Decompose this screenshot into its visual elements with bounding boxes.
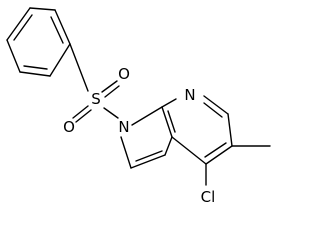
atom-oxygen-top: O [118,65,130,83]
bond-phenyl-sulfur [69,43,89,92]
bond-c3-c3a [164,136,173,156]
atom-nitrogen-pyridine: N [184,86,195,104]
bond-sulfur-nitrogen [103,107,119,119]
bond-n7-c6-inner [203,102,223,118]
bond-c6-c5 [227,113,233,147]
atom-sulfur: S [91,90,101,108]
bond-c7a-n7 [161,98,177,108]
bond-n1-c7a [131,106,163,126]
bond-phenyl-2 [54,9,71,45]
pyridine-ring [161,95,233,165]
pyrrole-ring [120,106,173,169]
bond-c5-c4 [205,145,233,165]
bond-c2-c3 [130,154,166,169]
bond-sulfur-oxygen-top-b [104,85,120,98]
bond-sulfur-oxygen-bottom-b [75,109,92,123]
bond-phenyl-3 [49,43,71,77]
bond-c5-c4-inner [204,142,227,158]
bond-c4-c3a [171,136,207,165]
bond-phenyl-2-inner [50,16,64,44]
atom-nitrogen-pyrrole: N [118,118,129,136]
bond-c2-c3-inner [135,150,163,162]
phenyl-ring [6,7,71,77]
bond-phenyl-1 [29,7,56,11]
bond-sulfur-oxygen-top-a [101,80,118,93]
bond-c7a-c3a-inner [167,110,176,133]
bond-phenyl-4 [19,71,51,77]
molecule-diagram: S O O N N Cl [6,7,271,206]
bond-phenyl-5 [6,39,21,73]
atom-oxygen-bottom: O [63,118,75,136]
bond-phenyl-6-inner [13,14,33,41]
atom-chlorine: Cl [201,188,216,206]
substituents [205,145,271,186]
bond-n7-c6 [203,95,229,115]
bond-n1-c2 [120,136,132,169]
bond-phenyl-4-inner [23,65,48,70]
sulfonyl-group [69,43,120,123]
bond-c7a-c3a [161,106,173,138]
bond-sulfur-oxygen-bottom-a [72,105,89,119]
bond-phenyl-6 [6,7,31,41]
